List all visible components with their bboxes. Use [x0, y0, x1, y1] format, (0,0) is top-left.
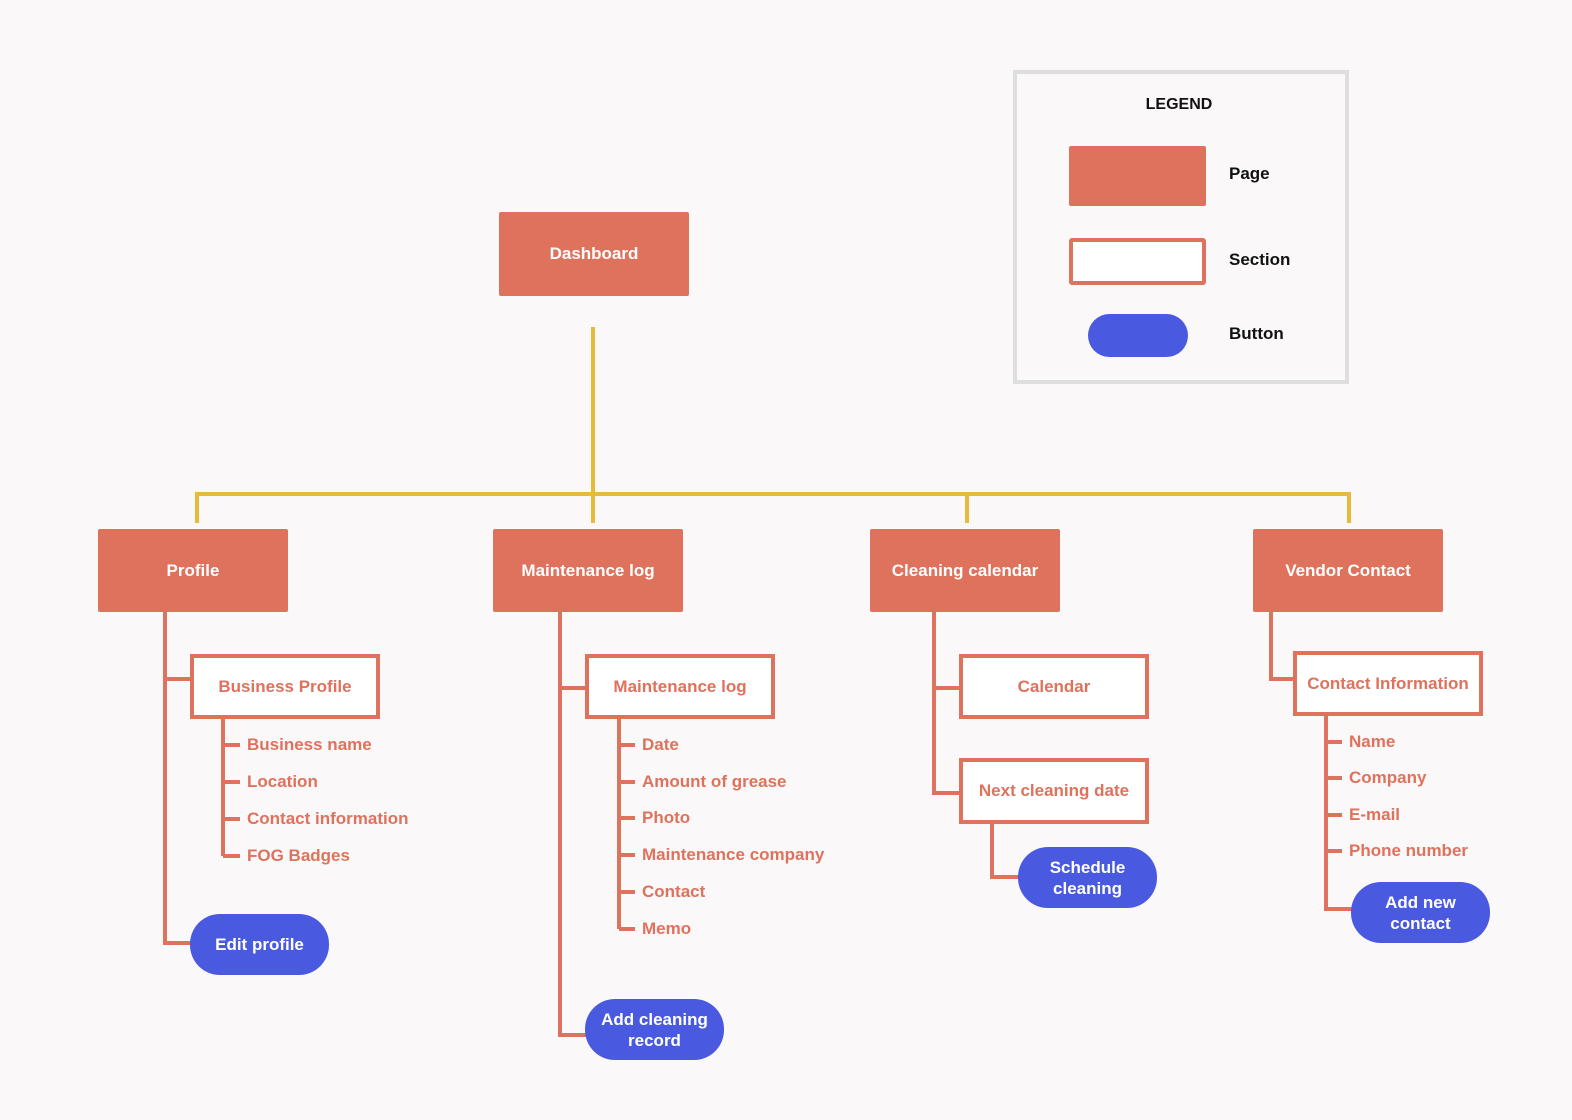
legend-button-swatch: [1088, 314, 1188, 357]
legend-button-label: Button: [1229, 324, 1284, 343]
main-connectors: [195, 327, 1351, 523]
add-cleaning-record-button[interactable]: Add cleaning record: [585, 999, 724, 1060]
list-item-email: E-mail: [1349, 805, 1401, 824]
cleaning-branch-line: [932, 612, 961, 795]
maintenance-log-page: Maintenance log: [493, 529, 683, 612]
legend: LEGEND Page Section Button: [1013, 70, 1349, 384]
list-item-fog-badges: FOG Badges: [247, 846, 350, 865]
legend-title: LEGEND: [1145, 96, 1213, 113]
vendor-section-link: [1269, 612, 1295, 681]
list-item-phone-number: Phone number: [1349, 841, 1469, 860]
cleaning-button-link: [990, 822, 1019, 879]
add-new-contact-button[interactable]: Add new contact: [1351, 882, 1490, 943]
calendar-section: Calendar: [959, 654, 1149, 719]
edit-profile-button[interactable]: Edit profile: [190, 914, 329, 975]
list-item-company: Company: [1349, 768, 1427, 787]
list-item-amount-of-grease: Amount of grease: [642, 772, 787, 791]
list-item-contact-information: Contact information: [247, 809, 409, 828]
profile-item-ticks: [223, 743, 240, 858]
sub-connectors: [163, 612, 1352, 1037]
list-item-date: Date: [642, 735, 679, 754]
list-item-name: Name: [1349, 732, 1396, 751]
profile-branch-line: [163, 612, 192, 945]
schedule-cleaning-button[interactable]: Schedule cleaning: [1018, 847, 1157, 908]
list-item-business-name: Business name: [247, 735, 372, 754]
contact-information-section: Contact Information: [1293, 651, 1483, 716]
cleaning-calendar-page: Cleaning calendar: [870, 529, 1060, 612]
list-item-maintenance-company: Maintenance company: [642, 845, 825, 864]
business-profile-section: Business Profile: [190, 654, 380, 719]
list-item-contact: Contact: [642, 882, 706, 901]
list-item-photo: Photo: [642, 808, 691, 827]
legend-section-label: Section: [1229, 250, 1291, 269]
list-item-memo: Memo: [642, 919, 692, 938]
maintenance-branch-line: [558, 612, 587, 1037]
vendor-item-ticks: [1326, 740, 1342, 853]
profile-page: Profile: [98, 529, 288, 612]
maintenance-log-section: Maintenance log: [585, 654, 775, 719]
next-cleaning-date-section: Next cleaning date: [959, 758, 1149, 824]
legend-page-label: Page: [1229, 164, 1270, 183]
legend-page-swatch: [1069, 146, 1206, 206]
list-item-location: Location: [247, 772, 318, 791]
maintenance-item-ticks: [619, 743, 635, 931]
dashboard-page: Dashboard: [499, 212, 689, 296]
legend-section-swatch: [1069, 238, 1206, 285]
vendor-contact-page: Vendor Contact: [1253, 529, 1443, 612]
